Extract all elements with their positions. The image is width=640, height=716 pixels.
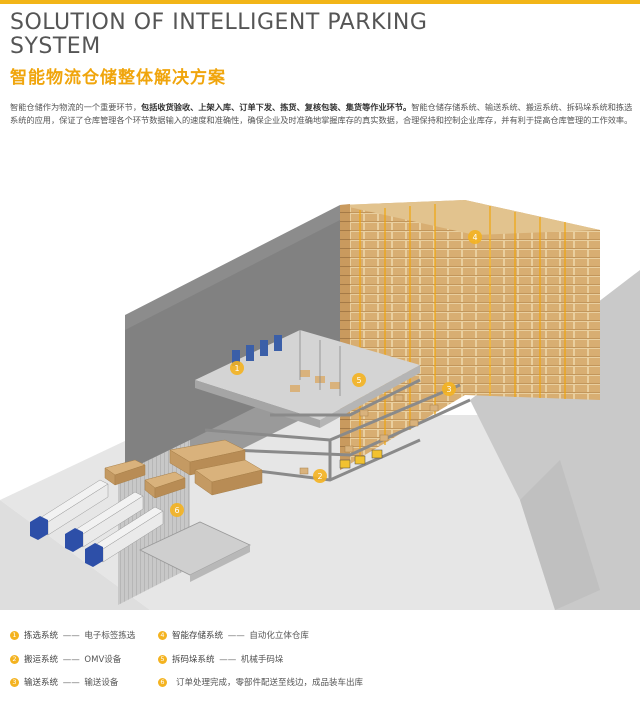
legend-desc: 输送设备 xyxy=(84,678,119,688)
conveyor-system xyxy=(204,378,471,482)
legend-name: 输送系统 xyxy=(24,678,59,688)
marker-6-icon: 6 xyxy=(170,503,184,517)
legend-number-6: 6 xyxy=(158,678,167,687)
omv-vehicles xyxy=(339,449,383,469)
legend-item-2: 2 搬运系统 —— OMV设备 xyxy=(10,653,121,665)
svg-text:6: 6 xyxy=(174,506,179,515)
legend-desc: 自动化立体仓库 xyxy=(249,631,309,641)
intro-paragraph: 智能仓储作为物流的一个重要环节，包括收货验收、上架入库、订单下发、拣货、复核包装… xyxy=(10,101,634,126)
legend-desc: OMV设备 xyxy=(84,655,122,665)
svg-text:3: 3 xyxy=(446,385,451,394)
marker-2-icon: 2 xyxy=(313,469,327,483)
marker-3-icon: 3 xyxy=(442,382,456,396)
intro-text-bold: 包括收货验收、上架入库、订单下发、拣货、复核包装、集货等作业环节。 xyxy=(141,102,412,112)
legend-name: 搬运系统 xyxy=(24,655,59,665)
legend-item-6: 6 订单处理完成，零部件配送至线边，成品装车出库 xyxy=(158,676,363,688)
conveyor-cartons xyxy=(299,394,439,475)
warehouse-illustration: 1 2 3 4 5 6 xyxy=(0,200,640,610)
legend-number-3: 3 xyxy=(10,678,19,687)
legend-name: 拆码垛系统 xyxy=(172,655,215,665)
legend-desc: 订单处理完成，零部件配送至线边，成品装车出库 xyxy=(176,678,364,688)
marker-5-icon: 5 xyxy=(352,373,366,387)
legend-desc: 机械手码垛 xyxy=(240,655,284,665)
legend-number-5: 5 xyxy=(158,655,167,664)
legend-item-1: 1 拣选系统 —— 电子标签拣选 xyxy=(10,629,135,641)
legend-dash: —— xyxy=(62,631,80,641)
legend-number-2: 2 xyxy=(10,655,19,664)
diagram-markers: 1 2 3 4 5 6 xyxy=(170,230,482,517)
svg-text:4: 4 xyxy=(472,233,477,242)
floor-pallet-stacks xyxy=(104,439,263,499)
legend-desc: 电子标签拣选 xyxy=(84,631,136,641)
legend-number-1: 1 xyxy=(10,631,19,640)
marker-4-icon: 4 xyxy=(468,230,482,244)
legend-number-4: 4 xyxy=(158,631,167,640)
svg-text:2: 2 xyxy=(317,472,322,481)
legend: 1 拣选系统 —— 电子标签拣选 2 搬运系统 —— OMV设备 3 输送系统 —— … xyxy=(0,620,640,716)
marker-1-icon: 1 xyxy=(230,361,244,375)
legend-name: 智能存储系统 xyxy=(172,631,224,641)
legend-name: 拣选系统 xyxy=(24,631,59,641)
legend-item-5: 5 拆码垛系统 —— 机械手码垛 xyxy=(158,653,283,665)
svg-text:1: 1 xyxy=(234,364,239,373)
title-english: SOLUTION OF INTELLIGENT PARKING SYSTEM xyxy=(10,10,428,59)
title-chinese: 智能物流仓储整体解决方案 xyxy=(10,68,226,88)
legend-dash: —— xyxy=(227,631,245,641)
trucks xyxy=(30,479,164,567)
legend-item-4: 4 智能存储系统 —— 自动化立体仓库 xyxy=(158,629,309,641)
legend-dash: —— xyxy=(62,655,80,665)
legend-dash: —— xyxy=(219,655,237,665)
intro-text-2: 智能仓储存储系统、输送系统、搬运系统、拆码垛系统和拣选系统的应用，保证了仓库管理… xyxy=(10,102,633,125)
legend-dash: —— xyxy=(62,678,80,688)
intro-text-1: 智能仓储作为物流的一个重要环节， xyxy=(10,102,142,112)
top-accent-bar xyxy=(0,0,640,4)
automated-storage-racks xyxy=(340,200,600,470)
legend-item-3: 3 输送系统 —— 输送设备 xyxy=(10,676,118,688)
svg-text:5: 5 xyxy=(356,376,361,385)
